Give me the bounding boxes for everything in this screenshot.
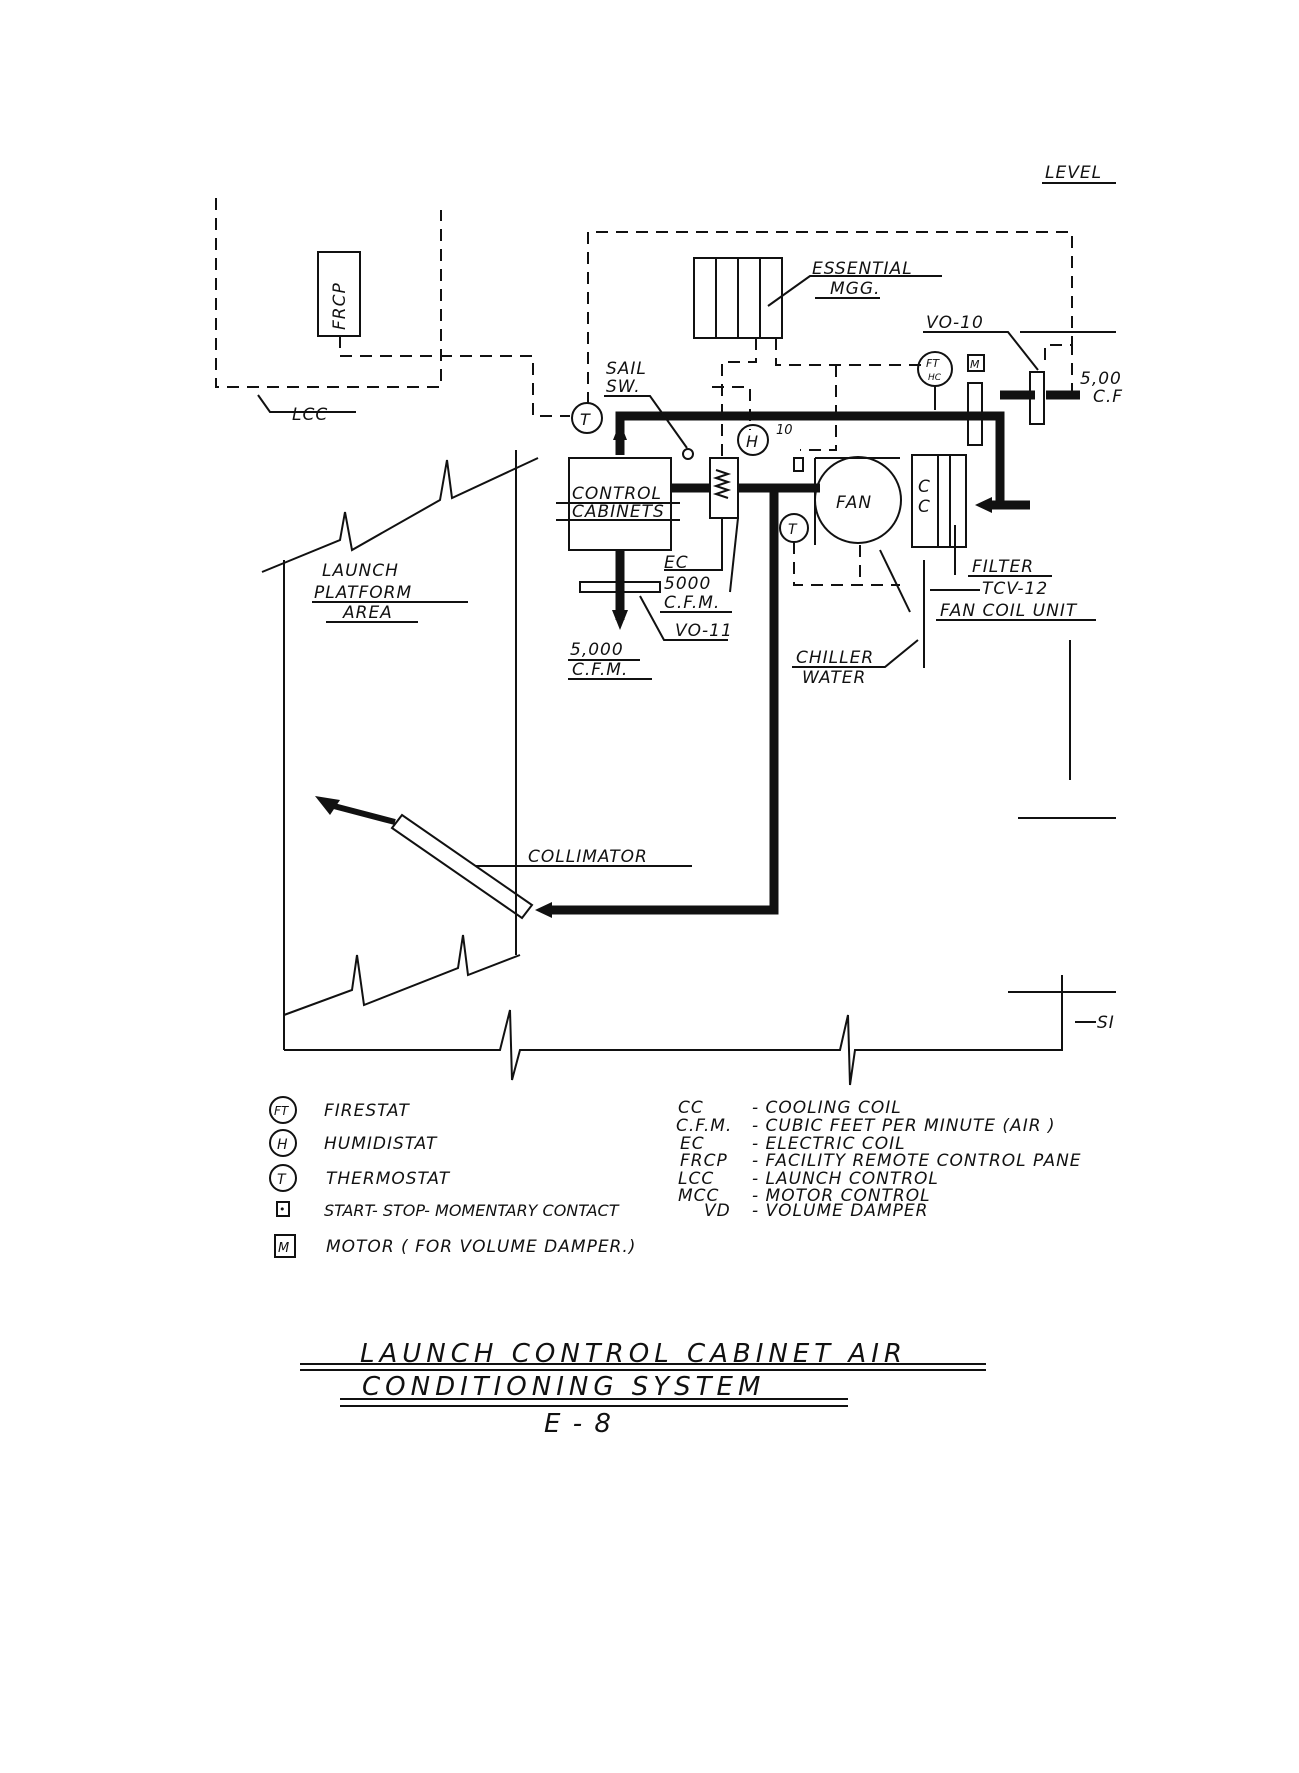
frcp-label: FRCP xyxy=(330,282,350,330)
svg-text:C.F.M.: C.F.M. xyxy=(664,593,720,613)
svg-text:COLLIMATOR: COLLIMATOR xyxy=(528,847,648,867)
sail-switch-icon xyxy=(682,448,694,460)
legend-symbols: FT FIRESTAT H HUMIDISTAT T THERMOSTAT • … xyxy=(269,1096,636,1258)
svg-text:PLATFORM: PLATFORM xyxy=(314,583,412,603)
damper-vd10 xyxy=(1029,371,1045,425)
electric-coil xyxy=(709,457,739,519)
legend-firestat: FIRESTAT xyxy=(324,1101,410,1121)
svg-text:MCC: MCC xyxy=(678,1186,719,1206)
svg-text:EC: EC xyxy=(680,1134,705,1154)
legend-motor: MOTOR ( FOR VOLUME DAMPER.) xyxy=(326,1237,636,1257)
svg-text:TCV-12: TCV-12 xyxy=(982,579,1048,599)
title-line2: CONDITIONING SYSTEM xyxy=(362,1372,765,1402)
svg-text:WATER: WATER xyxy=(802,668,866,688)
svg-text:AREA: AREA xyxy=(342,603,393,623)
svg-text:SW.: SW. xyxy=(606,377,641,397)
svg-text:T: T xyxy=(788,522,798,538)
legend-abbreviations: CC - COOLING COIL C.F.M. - CUBIC FEET PER … xyxy=(676,1098,1082,1221)
svg-text:C.F: C.F xyxy=(1093,387,1123,407)
svg-text:5,000: 5,000 xyxy=(570,640,624,660)
svg-text:FT: FT xyxy=(274,1104,290,1118)
level-label: LEVEL xyxy=(1045,163,1102,183)
svg-text:C.F.M.: C.F.M. xyxy=(572,660,628,680)
svg-text:FILTER: FILTER xyxy=(972,557,1034,577)
svg-text:LAUNCH: LAUNCH xyxy=(322,561,399,581)
svg-text:5,00: 5,00 xyxy=(1080,369,1122,389)
svg-text:10: 10 xyxy=(776,423,793,438)
figure-number: E - 8 xyxy=(544,1409,613,1439)
svg-text:H: H xyxy=(746,432,758,451)
svg-text:C.F.M.: C.F.M. xyxy=(676,1116,732,1136)
svg-text:- COOLING COIL: - COOLING COIL xyxy=(752,1098,902,1118)
svg-text:EC: EC xyxy=(664,553,689,573)
svg-text:FRCP: FRCP xyxy=(680,1151,728,1171)
svg-text:- VOLUME DAMPER: - VOLUME DAMPER xyxy=(752,1201,928,1221)
svg-text:- MOTOR CONTROL: - MOTOR CONTROL xyxy=(752,1186,931,1206)
svg-text:H: H xyxy=(277,1137,288,1153)
svg-text:- CUBIC FEET PER MINUTE (AIR ): - CUBIC FEET PER MINUTE (AIR ) xyxy=(752,1116,1056,1136)
legend-thermostat: THERMOSTAT xyxy=(326,1169,451,1189)
svg-text:CABINETS: CABINETS xyxy=(572,502,665,522)
svg-text:- FACILITY REMOTE CONTROL PANE: - FACILITY REMOTE CONTROL PANE xyxy=(752,1151,1082,1171)
svg-text:FAN: FAN xyxy=(836,493,872,513)
damper-vd10a xyxy=(967,382,983,446)
svg-text:VO-11: VO-11 xyxy=(675,621,733,641)
mgg-label: MGG. xyxy=(830,279,880,299)
humidistat-icon xyxy=(737,424,769,456)
svg-text:SAIL: SAIL xyxy=(606,359,647,379)
drawing-title: LAUNCH CONTROL CABINET AIR CONDITIONING … xyxy=(300,1339,986,1439)
svg-text:5000: 5000 xyxy=(664,574,711,594)
svg-text:T: T xyxy=(277,1172,287,1188)
svg-text:- ELECTRIC COIL: - ELECTRIC COIL xyxy=(752,1134,906,1154)
essential-label: ESSENTIAL xyxy=(812,259,913,279)
lcc-label: LCC xyxy=(292,405,328,425)
svg-text:- LAUNCH CONTROL: - LAUNCH CONTROL xyxy=(752,1169,939,1189)
svg-text:SI: SI xyxy=(1097,1013,1115,1033)
launch-platform-area: LAUNCH PLATFORM AREA xyxy=(261,450,1063,1086)
vd10-label: VO-10 xyxy=(926,313,984,333)
svg-text:FAN COIL UNIT: FAN COIL UNIT xyxy=(940,601,1078,621)
svg-text:CONTROL: CONTROL xyxy=(572,484,662,504)
svg-text:•: • xyxy=(279,1203,286,1216)
thermostat-icon xyxy=(571,402,603,434)
collimator: COLLIMATOR xyxy=(315,796,692,920)
svg-text:CHILLER: CHILLER xyxy=(796,648,874,668)
svg-text:HC: HC xyxy=(928,373,942,383)
legend-humidistat: HUMIDISTAT xyxy=(324,1134,438,1154)
lcc-room: FRCP LCC xyxy=(215,198,570,425)
damper-vd11 xyxy=(579,581,661,593)
svg-text:C: C xyxy=(918,477,931,497)
svg-text:C: C xyxy=(918,497,931,517)
svg-text:T: T xyxy=(580,410,591,429)
svg-text:VD: VD xyxy=(704,1201,731,1221)
svg-text:M: M xyxy=(970,358,980,371)
start-stop-contact-icon xyxy=(793,457,804,472)
svg-text:M: M xyxy=(278,1241,289,1256)
svg-text:CC: CC xyxy=(678,1098,704,1118)
legend-start-stop: START- STOP- MOMENTARY CONTACT xyxy=(324,1201,620,1220)
svg-text:FT: FT xyxy=(926,357,940,370)
svg-text:LCC: LCC xyxy=(678,1169,714,1189)
motor-icon xyxy=(967,354,985,372)
